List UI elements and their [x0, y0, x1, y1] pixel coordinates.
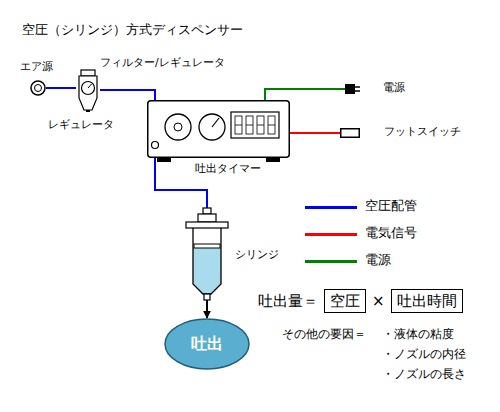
factor-note: ・ノズルの長さ [382, 367, 466, 381]
timer-digit [268, 125, 275, 126]
timer-digit [246, 125, 253, 126]
timer-display [231, 112, 279, 138]
part-label: 電源 [383, 81, 405, 94]
regulator-knob [174, 123, 182, 131]
pressure-gauge [82, 82, 95, 95]
filter-bowl [79, 76, 97, 110]
timer-digit [246, 116, 253, 134]
plug-pin [355, 90, 360, 92]
syringe-barrel [193, 228, 221, 294]
pressure-gauge [199, 114, 225, 140]
legend-line-sample [305, 233, 357, 236]
air-source: エア源 [30, 80, 46, 96]
regulator-knob [165, 114, 191, 140]
part-label: レギュレータ [48, 118, 114, 131]
legend-text: 電源 [365, 252, 391, 268]
legend-line-sample [305, 206, 357, 209]
syringe-fitting [203, 208, 211, 214]
part-label: エア源 [20, 60, 53, 73]
drain [86, 110, 90, 112]
node-text: 吐出 [191, 334, 223, 353]
legend-text: 電気信号 [365, 225, 417, 241]
air-outlet [152, 142, 159, 149]
node-text: 空圧 [330, 292, 360, 310]
part-label: シリンジ [235, 248, 279, 261]
part-label: フィルター/レギュレータ [100, 56, 225, 69]
timer-digit [257, 116, 264, 134]
gauge-needle [212, 118, 219, 127]
regulator-cap [81, 70, 95, 76]
node-symbol [76, 70, 100, 112]
output-ellipse [165, 319, 249, 369]
node-symbol [30, 80, 46, 96]
syringe-piston [194, 244, 220, 248]
formula-box: 吐出時間 [391, 289, 463, 313]
power-plug: 電源 [345, 84, 360, 94]
timer-digit [235, 116, 242, 134]
gauge-needle [88, 84, 92, 88]
power-plug [345, 84, 355, 94]
node-symbol [345, 84, 360, 94]
legend-text: 空圧配管 [365, 198, 417, 214]
factor-note: その他の要因＝ [282, 327, 366, 341]
plug-pin [355, 86, 360, 88]
node-text: 吐出時間 [397, 292, 457, 310]
factor-note: ・ノズルの内径 [382, 347, 466, 361]
syringe-flange [186, 222, 228, 228]
node-symbol [147, 100, 290, 158]
timer-foot [266, 158, 280, 162]
connector-line [265, 89, 345, 100]
part-label: フットスイッチ [384, 125, 461, 138]
syringe-fluid [193, 248, 221, 284]
timer-foot [157, 158, 171, 162]
timer-digit [257, 125, 264, 126]
output-ellipse: 吐出 [164, 318, 250, 370]
legend-line-sample [305, 260, 357, 263]
foot-switch: フットスイッチ [340, 128, 360, 138]
syringe-nozzle [204, 294, 210, 300]
filter-regulator: フィルター/レギュレータレギュレータ [76, 70, 100, 112]
formula-box: 空圧 [324, 289, 366, 313]
formula-text: × [372, 292, 385, 310]
connector-line [290, 132, 340, 134]
timer-housing [148, 101, 290, 158]
part-label: 吐出タイマー [195, 162, 261, 175]
air-source-symbol [35, 85, 42, 92]
connector-line [100, 90, 155, 100]
connector-line [46, 87, 76, 89]
diagram-title: 空圧（シリンジ）方式ディスペンサー [22, 22, 243, 38]
factor-note: ・液体の粘度 [382, 327, 454, 341]
air-source-symbol [31, 81, 45, 95]
dispense-timer: 吐出タイマー [147, 100, 290, 158]
timer-digit [268, 116, 275, 134]
node-symbol [340, 128, 360, 138]
foot-switch-symbol [341, 129, 360, 138]
connector-line [206, 300, 208, 318]
timer-digit [235, 125, 242, 126]
syringe: シリンジ [185, 208, 229, 300]
syringe-adapter [198, 214, 216, 222]
node-symbol [185, 208, 229, 300]
formula-text: 吐出量＝ [258, 292, 318, 310]
